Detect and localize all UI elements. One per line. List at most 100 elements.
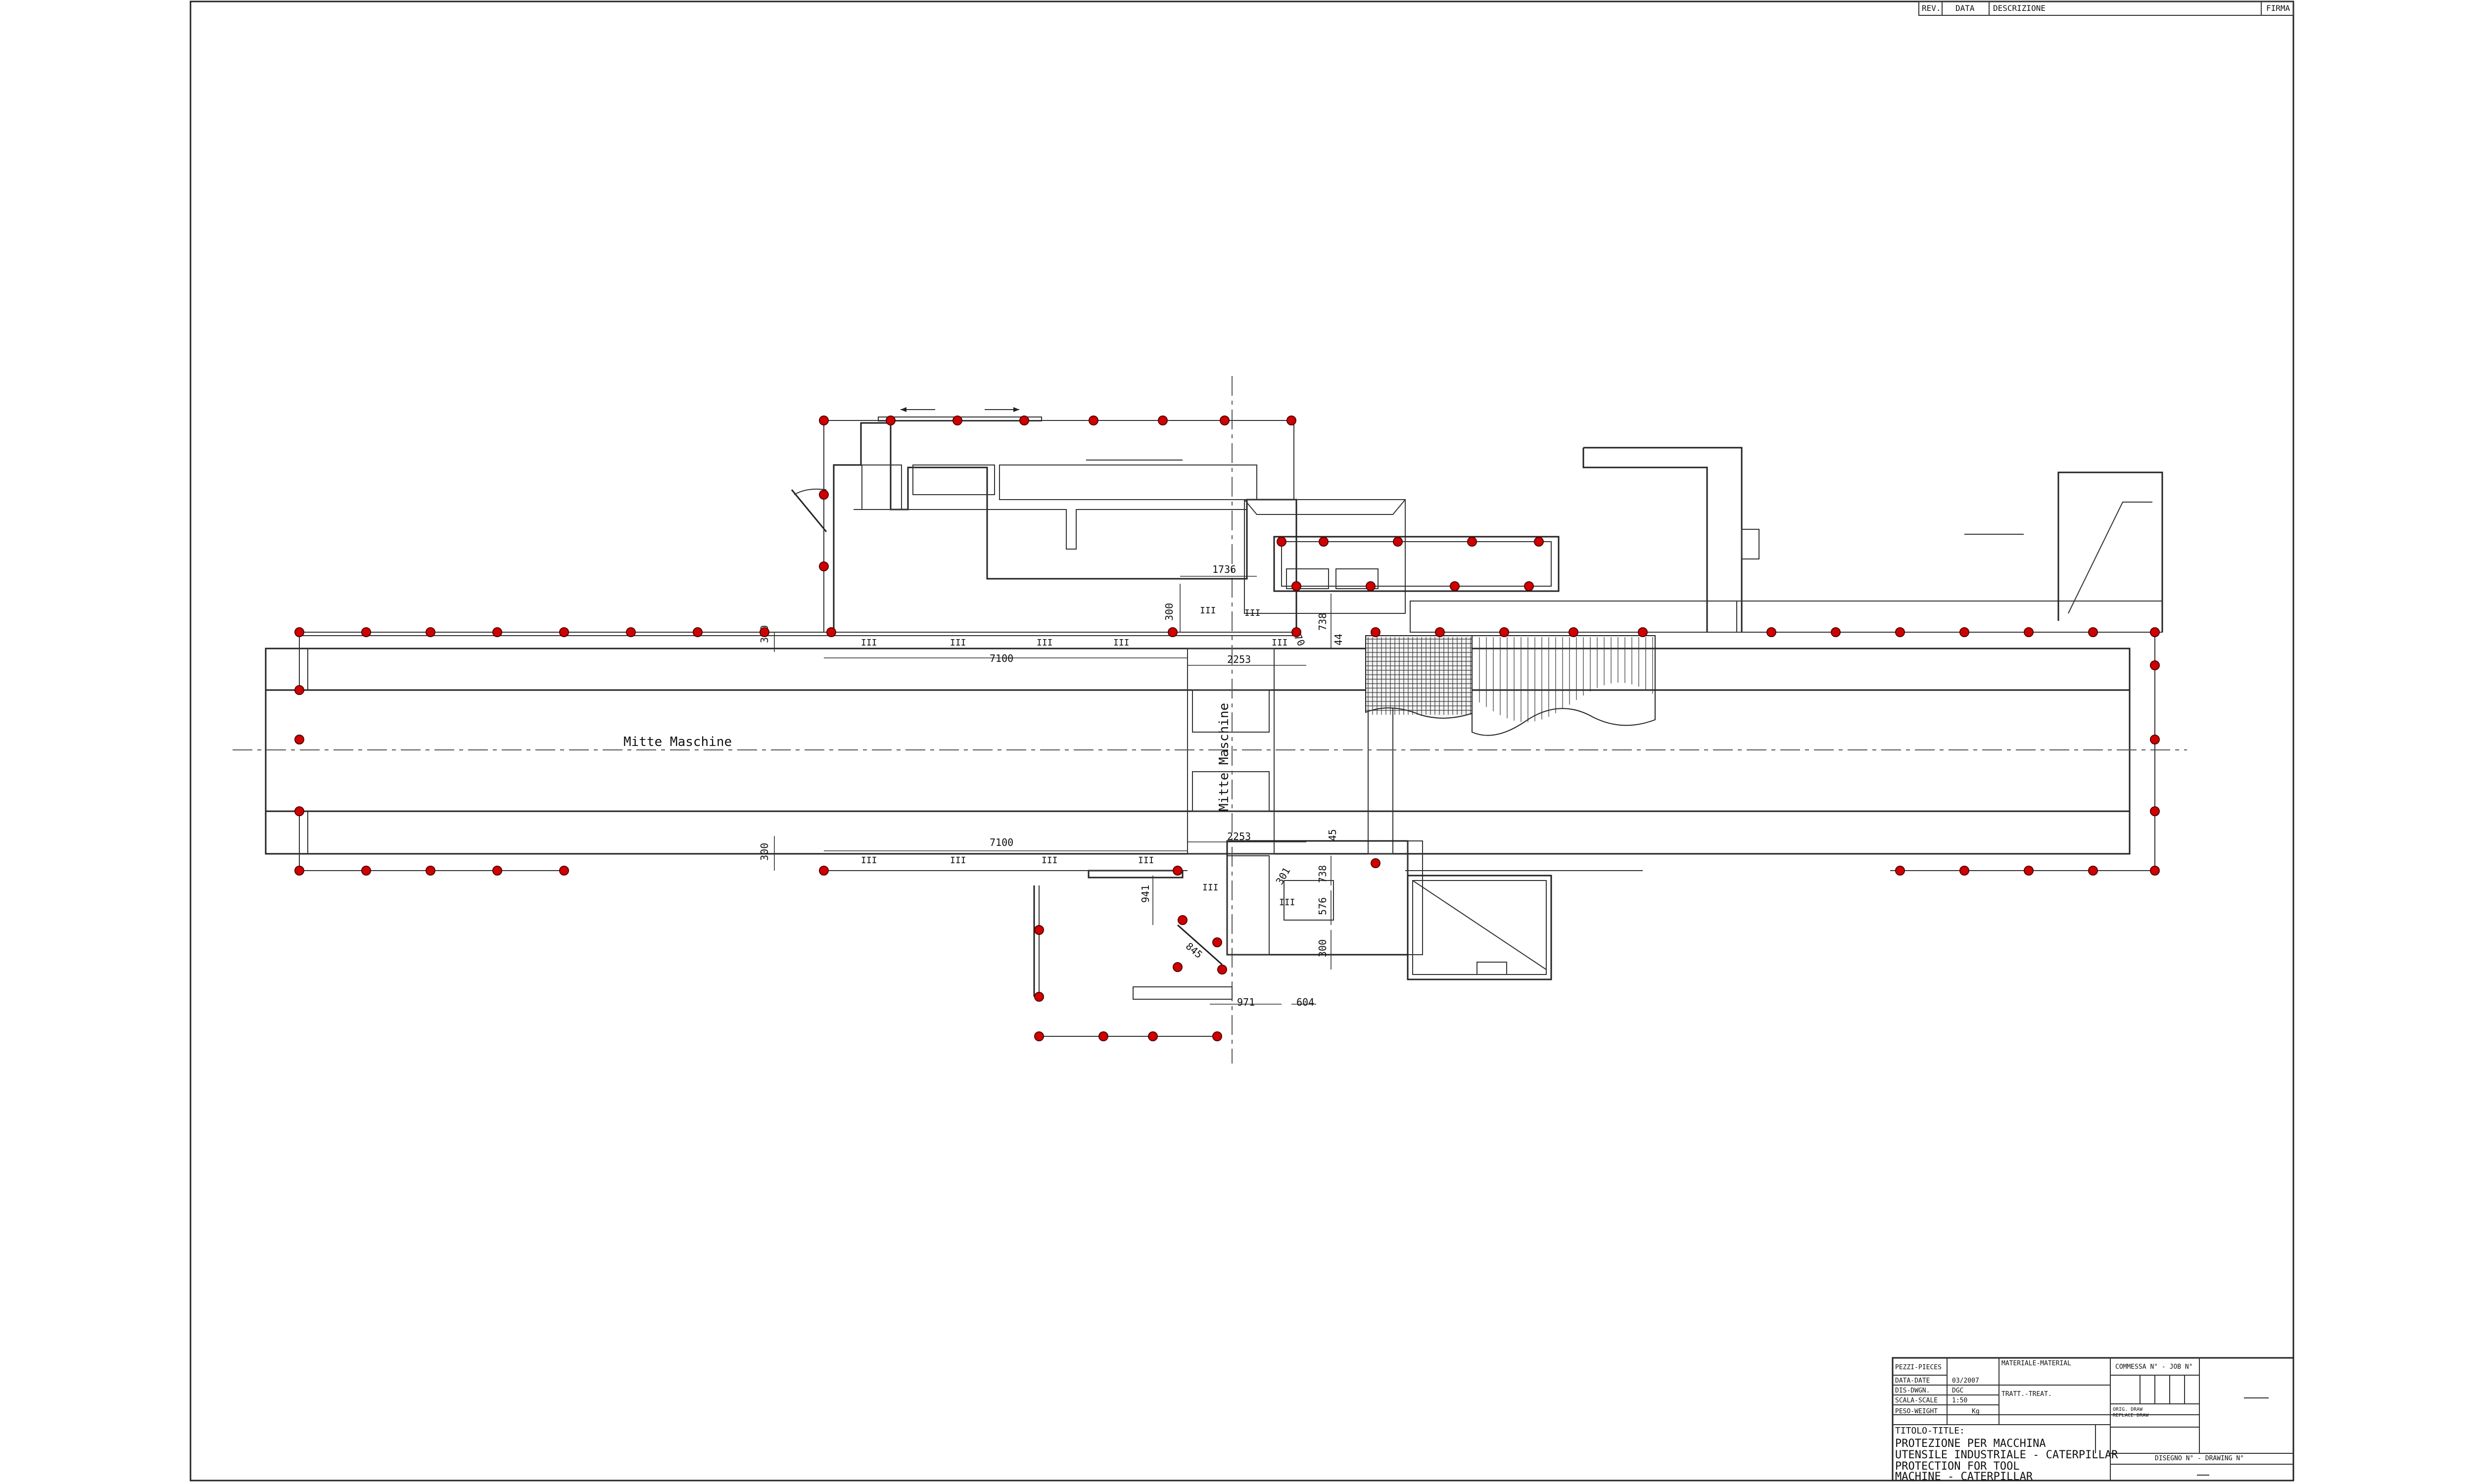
fence-post [1534, 537, 1544, 547]
scala-label: SCALA-SCALE [1895, 1397, 1938, 1404]
fence-post [1499, 627, 1509, 637]
fence-post [492, 627, 502, 637]
fence-post [1366, 581, 1376, 591]
fence-post [1895, 627, 1905, 637]
pezzi-label: PEZZI-PIECES [1895, 1364, 1942, 1371]
fence-post [559, 866, 569, 876]
machine-bed [265, 648, 2131, 855]
fence-post [819, 561, 829, 571]
data-value: 03/2007 [1952, 1377, 1979, 1385]
dim-2253-bottom: 2253 [1227, 831, 1251, 842]
fence-post [2150, 806, 2160, 816]
peso-label: PESO-WEIGHT [1895, 1408, 1938, 1415]
svg-text:III: III [1037, 638, 1053, 648]
fence-post [1178, 915, 1188, 925]
tratt-label: TRATT.-TREAT. [2001, 1391, 2052, 1398]
title-line-1: PROTEZIONE PER MACCHINA [1895, 1438, 2046, 1450]
dim-738-top: 738 [1317, 613, 1329, 631]
title-line-4: MACHINE - CATERPILLAR [1895, 1471, 2033, 1483]
dim-45: 45 [1327, 829, 1338, 841]
dim-738-bottom: 738 [1317, 865, 1329, 883]
fence-post [1638, 627, 1648, 637]
fence-post [1291, 627, 1301, 637]
fence-post [1034, 1031, 1044, 1041]
revision-block: REV. DATA DESCRIZIONE FIRMA [1918, 1, 2294, 16]
dim-300-top: 300 [1163, 603, 1175, 621]
mesh-guard [1365, 635, 1656, 736]
svg-text:III: III [1042, 855, 1058, 866]
panel-marks: III III III III III III III III III III … [861, 605, 1295, 908]
title-line-2: UTENSILE INDUSTRIALE - CATERPILLAR [1895, 1449, 2118, 1461]
commessa-label: COMMESSA N° - JOB N° [2115, 1363, 2193, 1371]
fence-post [2024, 627, 2034, 637]
fence-post [819, 490, 829, 500]
fence-post [1959, 866, 1969, 876]
fence-post [1393, 537, 1403, 547]
dim-971: 971 [1237, 996, 1255, 1008]
fence-post [1212, 937, 1222, 947]
fence-post [2088, 866, 2098, 876]
fence-post [886, 416, 896, 425]
svg-text:III: III [1138, 855, 1154, 866]
fence-posts [294, 416, 2160, 1041]
fence-post [1212, 1031, 1222, 1041]
fence-post [1034, 925, 1044, 935]
dim-300-left-bottom: 300 [759, 843, 770, 861]
svg-text:III: III [1200, 605, 1216, 616]
fence-post [826, 627, 836, 637]
horizontal-centerline-label: Mitte Maschine [623, 735, 732, 749]
svg-text:III: III [1279, 897, 1295, 908]
dimension-labels: 1736 300 2253 7100 738 44 470 300 7100 2… [759, 563, 1344, 1008]
fence-post [426, 627, 435, 637]
fence-post [2150, 866, 2160, 876]
drawing-number-label: DISEGNO N° - DRAWING N° [2155, 1455, 2244, 1462]
fence-post [1524, 581, 1534, 591]
fence-post [1098, 1031, 1108, 1041]
peso-value: Kg [1972, 1408, 1980, 1415]
fence-post [819, 416, 829, 425]
fence-post [1291, 581, 1301, 591]
fence-post [1158, 416, 1168, 425]
fence-post [819, 866, 829, 876]
fence-post [1173, 866, 1183, 876]
fence-post [1831, 627, 1841, 637]
svg-text:III: III [1272, 638, 1288, 648]
dim-1736: 1736 [1212, 563, 1236, 575]
fence-post [294, 685, 304, 695]
fence-post [1959, 627, 1969, 637]
fence-post [1319, 537, 1329, 547]
scala-value: 1:50 [1952, 1397, 1967, 1404]
fence-post [426, 866, 435, 876]
fence-post [1173, 962, 1183, 972]
dis-label: DIS-DWGN. [1895, 1387, 1930, 1394]
fence-post [1371, 627, 1380, 637]
dim-2253-top: 2253 [1227, 653, 1251, 665]
dim-576: 576 [1317, 897, 1329, 915]
title-line-3: PROTECTION FOR TOOL [1895, 1460, 2020, 1473]
dim-301: 301 [1274, 865, 1293, 886]
dim-604: 604 [1296, 996, 1314, 1008]
fence-post [1034, 992, 1044, 1002]
vertical-centerline-label: Mitte Maschine [1217, 703, 1232, 811]
upper-right-structures [1244, 447, 2163, 633]
fence-post [294, 627, 304, 637]
fence-post [2150, 627, 2160, 637]
dis-value: DGC [1952, 1387, 1963, 1394]
fence-post [1569, 627, 1578, 637]
fence-post [559, 627, 569, 637]
svg-text:III: III [1244, 608, 1261, 618]
fence-post [2150, 735, 2160, 744]
svg-text:III: III [950, 638, 966, 648]
fence-post [1467, 537, 1477, 547]
fence-post [2150, 660, 2160, 670]
fence-post [361, 866, 371, 876]
dim-44: 44 [1332, 634, 1344, 646]
upper-enclosure [791, 407, 1297, 632]
fence-post [1895, 866, 1905, 876]
description-header: DESCRIZIONE [1993, 3, 2046, 13]
rev-header: REV. [1922, 3, 1941, 13]
lower-structures [1033, 840, 1552, 1000]
fence-post [1220, 416, 1230, 425]
fence-post [1435, 627, 1445, 637]
svg-text:III: III [1113, 638, 1130, 648]
